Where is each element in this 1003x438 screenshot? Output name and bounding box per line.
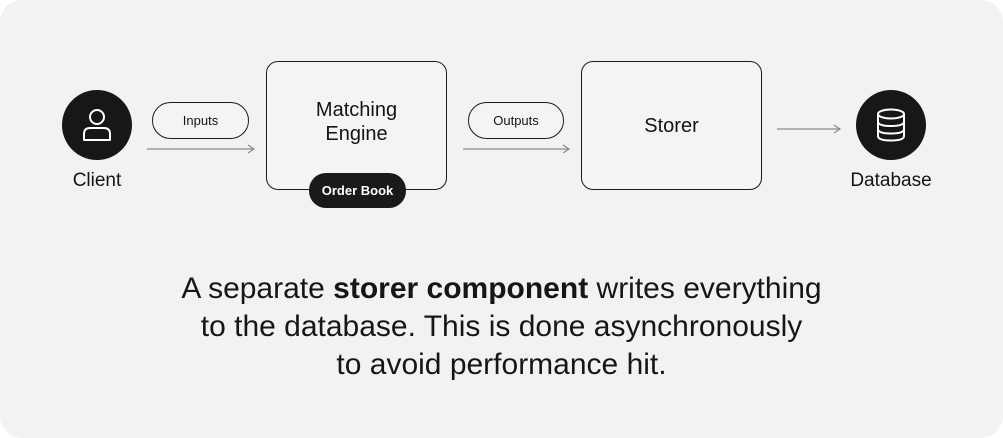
matching-engine-label-line1: Matching xyxy=(315,98,398,121)
caption-line1: A separate storer component writes every… xyxy=(150,270,853,308)
caption-line2: to the database. This is done asynchrono… xyxy=(200,310,803,343)
caption-line1-post: writes everything xyxy=(588,272,822,305)
inputs-pill: Inputs xyxy=(152,102,249,139)
matching-engine-label-line2: Engine xyxy=(325,122,388,145)
caption-line1-pre: A separate xyxy=(181,272,334,305)
client-node xyxy=(62,90,132,160)
client-label: Client xyxy=(72,170,122,191)
database-icon xyxy=(877,108,905,142)
order-book-badge: Order Book xyxy=(309,173,406,208)
matching-engine-box: Matching Engine xyxy=(266,61,447,190)
arrowhead-storer-to-database xyxy=(833,124,842,134)
outputs-pill: Outputs xyxy=(468,102,564,139)
arrowhead-engine-to-storer xyxy=(562,144,571,154)
database-node xyxy=(856,90,926,160)
storer-box: Storer xyxy=(581,61,762,190)
caption: A separate storer component writes every… xyxy=(150,270,853,384)
storer-label: Storer xyxy=(644,114,699,137)
caption-line1-bold: storer component xyxy=(333,272,589,305)
database-label: Database xyxy=(850,170,932,191)
caption-line3: to avoid performance hit. xyxy=(336,348,667,381)
user-icon xyxy=(83,109,111,141)
arrowhead-client-to-engine xyxy=(247,144,256,154)
